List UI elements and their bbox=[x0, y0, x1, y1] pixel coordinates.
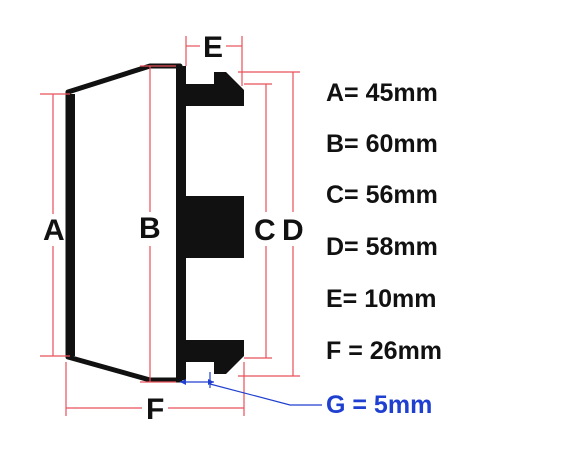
spec-e: E= 10mm bbox=[326, 285, 437, 313]
spec-f: F = 26mm bbox=[326, 337, 443, 365]
middle-clip bbox=[186, 196, 244, 258]
dim-label-a: A bbox=[43, 214, 65, 247]
dimension-lines bbox=[40, 36, 300, 416]
g-callout bbox=[180, 372, 322, 406]
dim-label-e: E bbox=[203, 31, 223, 64]
cap-face-outline bbox=[65, 63, 183, 383]
cap-back-plate bbox=[176, 66, 186, 380]
top-clip bbox=[186, 72, 244, 106]
spec-g: G = 5mm bbox=[326, 391, 433, 419]
dim-label-b: B bbox=[139, 212, 161, 245]
dim-label-c: C bbox=[254, 214, 276, 247]
spec-c: C= 56mm bbox=[326, 181, 438, 209]
bottom-clip bbox=[186, 340, 244, 374]
dim-label-d: D bbox=[282, 214, 304, 247]
spec-a: A= 45mm bbox=[326, 79, 438, 107]
spec-b: B= 60mm bbox=[326, 130, 438, 158]
dim-label-f: F bbox=[146, 393, 164, 426]
spec-d: D= 58mm bbox=[326, 233, 438, 261]
